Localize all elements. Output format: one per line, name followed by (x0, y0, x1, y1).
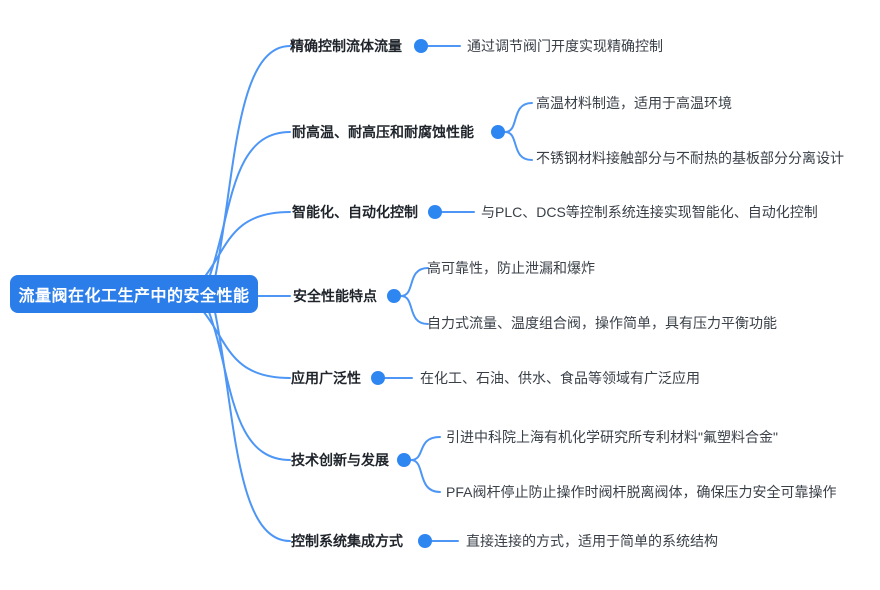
collapse-dot-branch-2[interactable] (491, 125, 505, 139)
branch-topic-7[interactable]: 控制系统集成方式 (291, 533, 403, 549)
connector-root-branch-7 (214, 311, 291, 542)
branch-topic-3[interactable]: 智能化、自动化控制 (292, 204, 418, 220)
collapse-dot-branch-3[interactable] (428, 205, 442, 219)
subtopic-1-1[interactable]: 通过调节阀门开度实现精确控制 (467, 38, 663, 54)
connector-branch6-child2 (410, 459, 441, 493)
subtopic-6-1[interactable]: 引进中科院上海有机化学研究所专利材料"氟塑料合金" (446, 429, 778, 445)
branch-topic-2[interactable]: 耐高温、耐高压和耐腐蚀性能 (292, 124, 474, 140)
connector-branch6-child1 (410, 436, 441, 461)
subtopic-2-2[interactable]: 不锈钢材料接触部分与不耐热的基板部分分离设计 (536, 150, 844, 166)
collapse-dot-branch-5[interactable] (371, 371, 385, 385)
connector-root-branch-1 (214, 45, 291, 279)
connector-branch4-child2 (400, 295, 429, 325)
subtopic-2-1[interactable]: 高温材料制造，适用于高温环境 (536, 95, 732, 111)
branch-topic-1[interactable]: 精确控制流体流量 (290, 38, 402, 54)
connector-root-branch-5 (202, 310, 291, 379)
subtopic-6-2[interactable]: PFA阀杆停止防止操作时阀杆脱离阀体，确保压力安全可靠操作 (446, 484, 837, 500)
subtopic-3-1[interactable]: 与PLC、DCS等控制系统连接实现智能化、自动化控制 (481, 204, 818, 220)
subtopic-4-1[interactable]: 高可靠性，防止泄漏和爆炸 (427, 260, 595, 276)
connector-root-branch-6 (208, 311, 291, 461)
connector-branch2-child1 (504, 102, 533, 133)
branch-topic-6[interactable]: 技术创新与发展 (291, 452, 389, 468)
branch-topic-5[interactable]: 应用广泛性 (291, 370, 361, 386)
collapse-dot-branch-4[interactable] (387, 289, 401, 303)
root-topic[interactable]: 流量阀在化工生产中的安全性能 (10, 275, 258, 313)
connector-branch4-child1 (400, 267, 429, 297)
subtopic-7-1[interactable]: 直接连接的方式，适用于简单的系统结构 (466, 533, 718, 549)
branch-topic-4[interactable]: 安全性能特点 (293, 288, 377, 304)
subtopic-5-1[interactable]: 在化工、石油、供水、食品等领域有广泛应用 (420, 370, 700, 386)
subtopic-4-2[interactable]: 自力式流量、温度组合阀，操作简单，具有压力平衡功能 (427, 315, 777, 331)
collapse-dot-branch-6[interactable] (397, 453, 411, 467)
connector-root-branch-3 (202, 211, 291, 280)
connector-branch2-child2 (504, 131, 533, 161)
connector-root-branch-2 (208, 131, 291, 279)
collapse-dot-branch-7[interactable] (418, 534, 432, 548)
collapse-dot-branch-1[interactable] (414, 39, 428, 53)
